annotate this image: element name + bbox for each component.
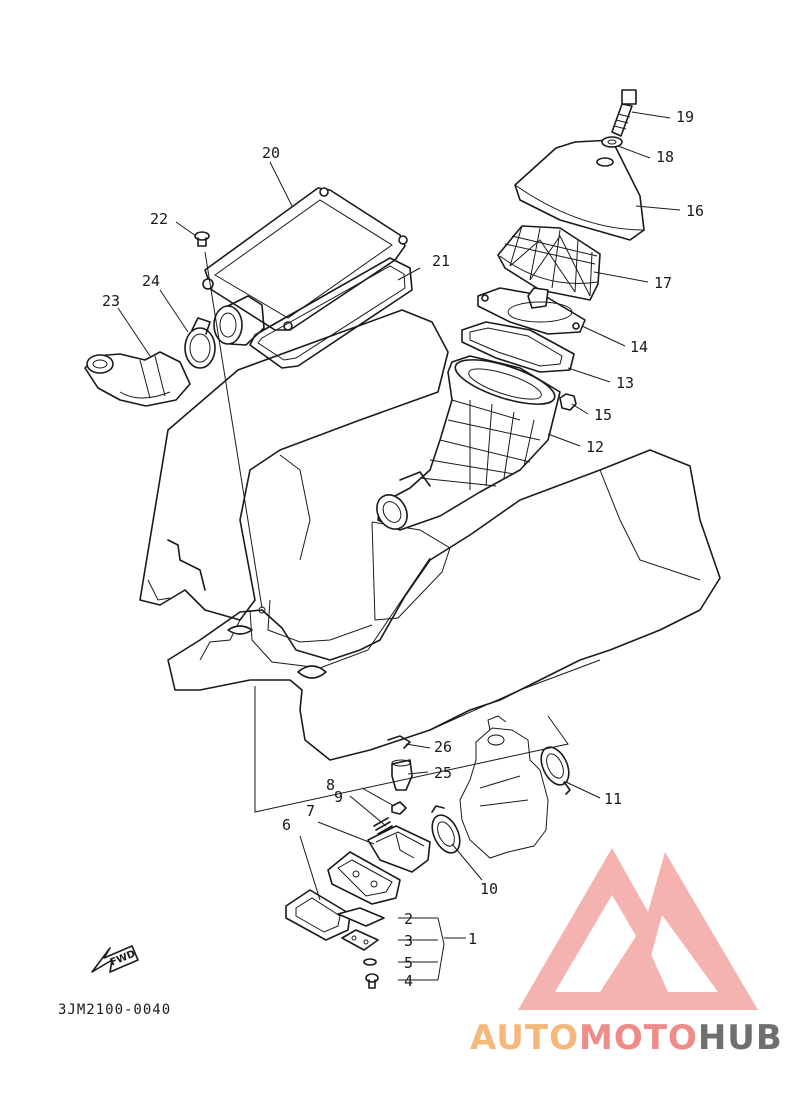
filter-cap [514, 139, 645, 241]
callout-25: 25 [434, 764, 452, 782]
vent-joint-25 [391, 759, 413, 791]
callout-13: 13 [616, 374, 634, 392]
reed-plate [327, 851, 401, 905]
callout-23: 23 [102, 292, 120, 310]
callout-20: 20 [262, 144, 280, 162]
callout-21: 21 [432, 252, 450, 270]
callout-22: 22 [150, 210, 168, 228]
callout-11: 11 [604, 790, 622, 808]
drawing-code: 3JM2100-0040 [58, 1002, 171, 1018]
bolt-19 [611, 89, 637, 137]
callout-12: 12 [586, 438, 604, 456]
callout-26: 26 [434, 738, 452, 756]
brand-auto: AUTO [470, 1018, 579, 1058]
bolt-8 [391, 801, 407, 815]
fwd-arrow-icon: FWD [91, 945, 139, 973]
bolt-22 [194, 231, 210, 247]
automotohub-watermark: AUTOMOTOHUB [470, 1018, 792, 1062]
callout-8: 8 [326, 776, 335, 794]
intake-funnel [376, 355, 561, 531]
rear-fender-body [139, 309, 721, 761]
automotohub-logo [518, 848, 758, 1010]
screw-4 [365, 973, 379, 989]
callout-6: 6 [282, 816, 291, 834]
clamp-10 [431, 805, 461, 854]
callout-24: 24 [142, 272, 160, 290]
reed-valve-assembly [367, 825, 431, 873]
leader-lines [117, 111, 681, 981]
callout-4: 4 [404, 972, 413, 990]
intake-duct [84, 351, 191, 407]
callout-19: 19 [676, 108, 694, 126]
element-seat-14 [477, 287, 586, 335]
washer-18 [601, 136, 623, 148]
washer-5 [363, 958, 377, 966]
callout-14: 14 [630, 338, 648, 356]
callout-2: 2 [404, 910, 413, 928]
callout-7: 7 [306, 802, 315, 820]
callout-17: 17 [654, 274, 672, 292]
reed-petal-2 [337, 907, 385, 927]
callout-5: 5 [404, 954, 413, 972]
callout-labels: 20 21 22 23 24 19 18 16 17 14 13 15 12 2… [102, 108, 704, 990]
carburetor [459, 715, 549, 859]
callout-18: 18 [656, 148, 674, 166]
callout-16: 16 [686, 202, 704, 220]
callout-10: 10 [480, 880, 498, 898]
brand-hub: HUB [697, 1018, 783, 1058]
clip-26 [387, 735, 411, 749]
callout-9: 9 [334, 788, 343, 806]
reed-stopper-3 [341, 929, 379, 951]
brand-moto: MOTO [578, 1018, 698, 1058]
filter-element-cage [497, 225, 601, 301]
reed-gasket-6 [285, 889, 351, 941]
cover-gasket [249, 257, 413, 369]
element-gasket-13 [461, 321, 575, 373]
air-cleaner-cover [202, 187, 408, 331]
callout-3: 3 [404, 932, 413, 950]
air-cleaner-joint [213, 295, 265, 346]
nut-15 [559, 393, 577, 411]
callout-1: 1 [468, 930, 477, 948]
clamp-11 [540, 746, 571, 795]
callout-15: 15 [594, 406, 612, 424]
hose-clamp-24 [184, 317, 216, 369]
